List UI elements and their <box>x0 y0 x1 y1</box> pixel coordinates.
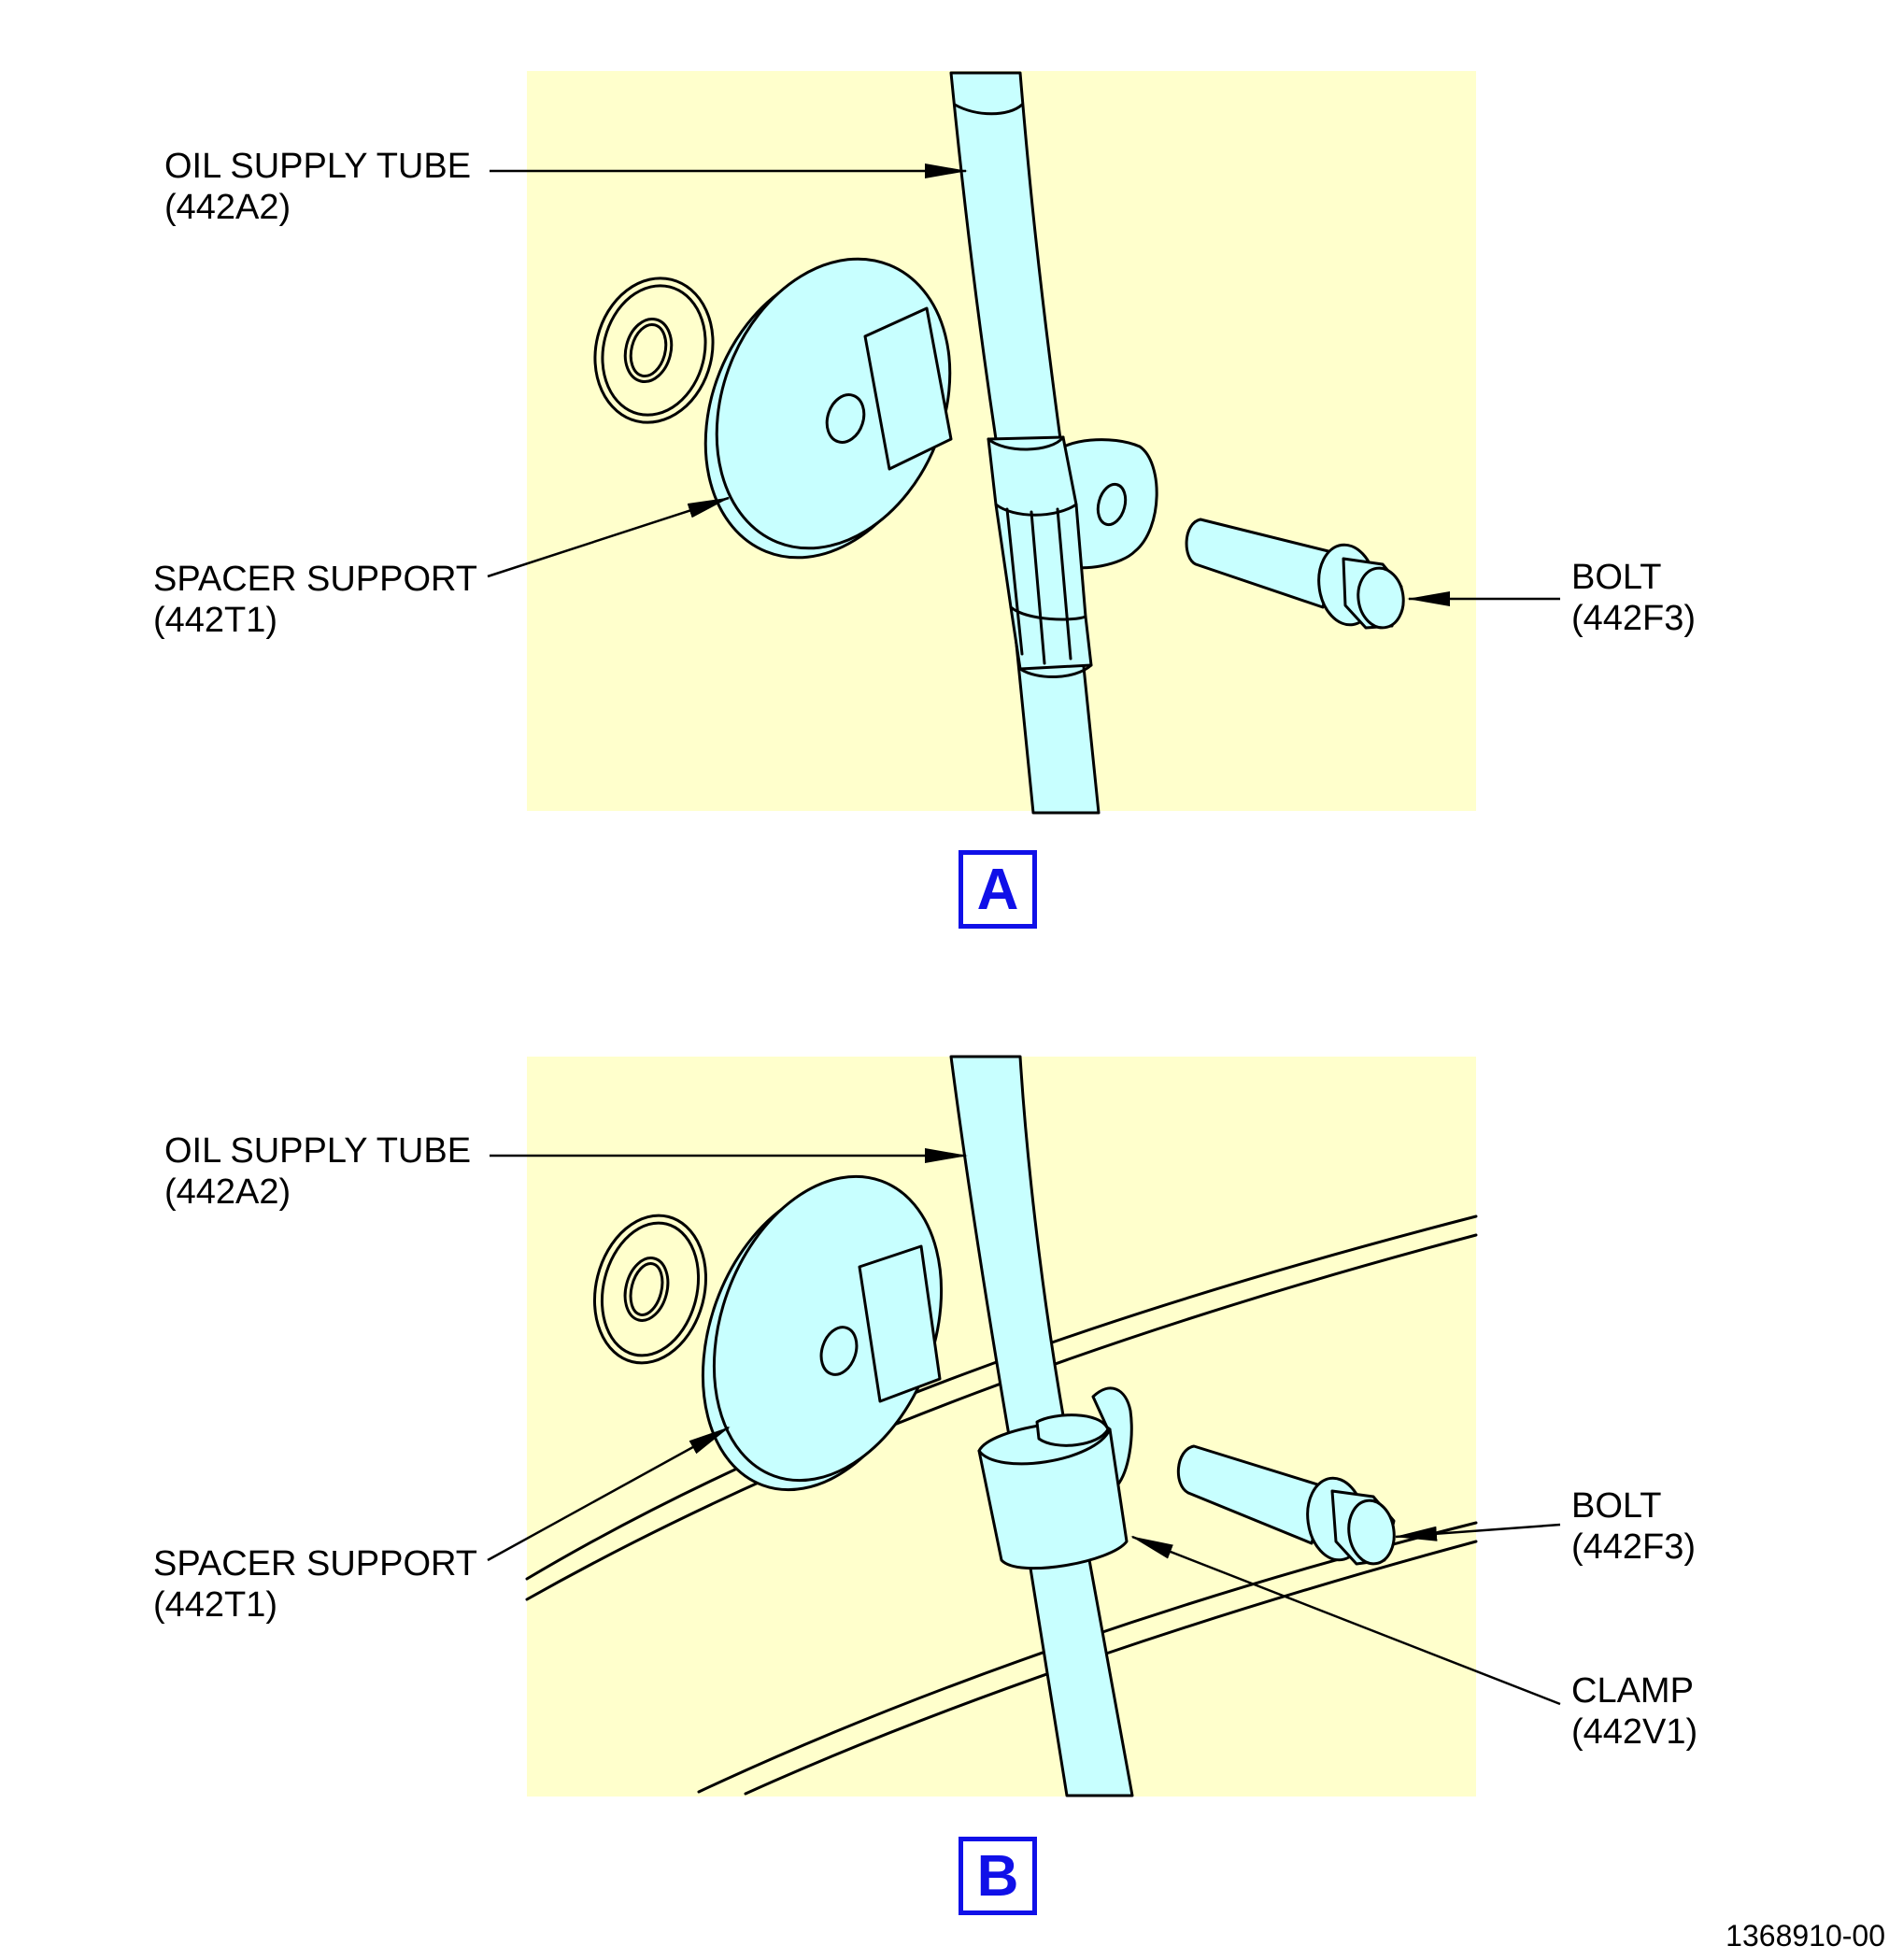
view-a-oil-supply-tube-label: OIL SUPPLY TUBE (442A2) <box>164 146 471 228</box>
callout-name: SPACER SUPPORT <box>153 1544 478 1584</box>
view-a-bolt-label: BOLT (442F3) <box>1571 557 1696 639</box>
callout-ref: (442T1) <box>153 601 278 640</box>
view-b-oil-supply-tube-label: OIL SUPPLY TUBE (442A2) <box>164 1130 471 1213</box>
view-a-label: A <box>959 850 1037 929</box>
view-b-bolt-leader <box>1394 1523 1561 1541</box>
view-a-spacer-support <box>703 257 953 560</box>
callout-name: OIL SUPPLY TUBE <box>164 1131 472 1171</box>
callout-ref: (442A2) <box>164 1172 291 1212</box>
view-b-bolt <box>1176 1444 1396 1566</box>
callout-name: OIL SUPPLY TUBE <box>164 147 472 186</box>
callout-ref: (442V1) <box>1571 1712 1698 1752</box>
view-b-clamp-label: CLAMP (442V1) <box>1571 1670 1697 1753</box>
view-b-spacer-support <box>701 1174 944 1492</box>
callout-name: BOLT <box>1571 558 1662 597</box>
view-a-bolt <box>1185 518 1405 630</box>
callout-ref: (442F3) <box>1571 1527 1697 1567</box>
view-a-spacer-leader <box>487 496 731 578</box>
figure-number: 1368910-00 <box>1726 1919 1885 1953</box>
callout-name: CLAMP <box>1571 1671 1694 1711</box>
view-b-label: B <box>959 1837 1037 1915</box>
callout-ref: (442A2) <box>164 188 291 227</box>
callout-ref: (442F3) <box>1571 599 1697 638</box>
view-a-washer <box>593 277 715 424</box>
callout-name: BOLT <box>1571 1486 1662 1526</box>
view-a-illustration <box>487 71 1560 815</box>
view-b-clamp <box>977 1386 1133 1570</box>
view-b-illustration <box>487 1055 1561 1797</box>
callout-ref: (442T1) <box>153 1585 278 1625</box>
view-b-spacer-support-label: SPACER SUPPORT (442T1) <box>153 1543 477 1626</box>
callout-name: SPACER SUPPORT <box>153 560 478 599</box>
view-a-spacer-support-label: SPACER SUPPORT (442T1) <box>153 559 477 641</box>
view-a-oil-supply-tube <box>949 71 1101 815</box>
view-b-clamp-leader <box>1130 1535 1561 1706</box>
view-b-bolt-label: BOLT (442F3) <box>1571 1485 1696 1568</box>
view-b-washer <box>592 1214 708 1365</box>
view-b-spacer-leader <box>487 1426 731 1562</box>
